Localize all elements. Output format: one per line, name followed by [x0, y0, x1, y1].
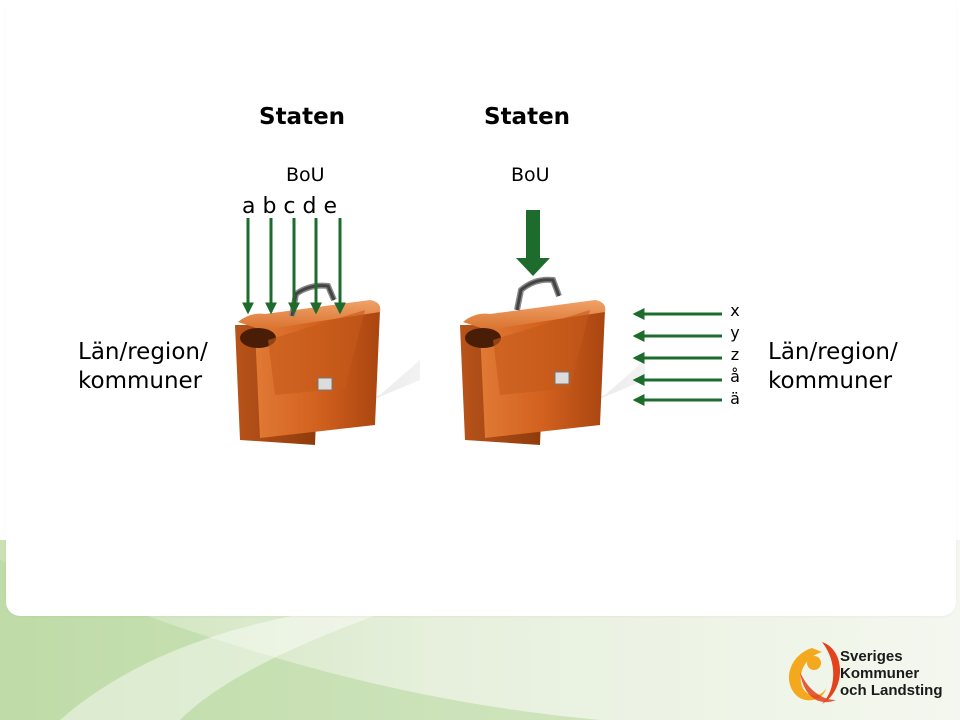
left-arrow-letters: a b c d e	[242, 194, 338, 219]
right-arrows	[632, 308, 722, 406]
right-region-label: Län/region/ kommuner	[768, 338, 898, 396]
letter-y: y	[730, 323, 740, 342]
logo-line1: Sveriges	[840, 648, 903, 665]
right-region-label-line1: Län/region/	[768, 339, 898, 365]
right-briefcase	[460, 276, 645, 445]
letter-x: x	[730, 301, 740, 320]
slide-panel	[6, 4, 956, 616]
left-briefcase	[235, 282, 420, 445]
logo-line2: Kommuner	[840, 665, 920, 682]
left-region-label: Län/region/ kommuner	[78, 338, 208, 396]
left-heading: Staten	[259, 104, 346, 130]
left-arrows	[242, 218, 346, 315]
logo-line3: och Landsting	[840, 682, 943, 699]
letter-aa: å	[730, 367, 740, 386]
letter-z: z	[730, 345, 740, 364]
big-down-arrow	[516, 210, 550, 276]
letter-ae: ä	[730, 389, 740, 408]
right-heading: Staten	[484, 104, 571, 130]
skl-logo-text: Sveriges Kommuner och Landsting	[840, 648, 943, 699]
left-sub-label: BoU	[286, 164, 325, 186]
right-region-label-line2: kommuner	[768, 368, 893, 394]
right-arrow-letters: x y z å ä	[728, 300, 742, 410]
right-sub-label: BoU	[511, 164, 550, 186]
left-region-label-line1: Län/region/	[78, 339, 208, 365]
skl-logo-mark	[789, 642, 840, 704]
left-region-label-line2: kommuner	[78, 368, 203, 394]
